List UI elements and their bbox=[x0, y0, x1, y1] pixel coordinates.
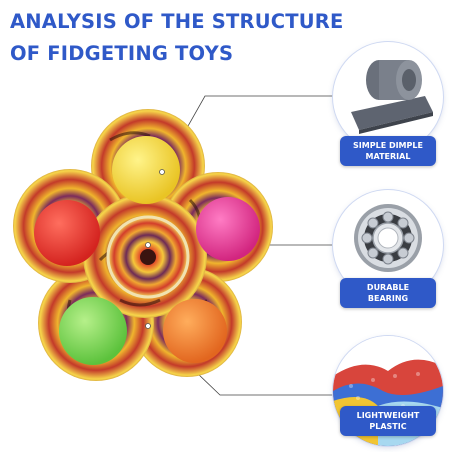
headline: ANALYSIS OF THE STRUCTURE OF FIDGETING T… bbox=[10, 6, 390, 70]
plastic-panel: LIGHTWEIGHT PLASTIC bbox=[333, 336, 443, 446]
orange-bubble bbox=[163, 299, 227, 363]
center-hub bbox=[106, 215, 190, 299]
bearing-label: DURABLE BEARING bbox=[340, 278, 436, 308]
bearing-panel: DURABLE BEARING bbox=[333, 190, 443, 308]
pink-bubble bbox=[196, 197, 260, 261]
green-bubble bbox=[59, 297, 127, 365]
headline-line-1: ANALYSIS OF THE STRUCTURE bbox=[10, 10, 344, 33]
anchor-dots bbox=[145, 169, 165, 329]
headline-line-2: OF FIDGETING TOYS bbox=[10, 42, 234, 65]
red-bubble bbox=[34, 200, 100, 266]
dimple-bubbles bbox=[34, 136, 260, 365]
material-label: SIMPLE DIMPLE MATERIAL bbox=[340, 136, 436, 166]
yellow-bubble bbox=[112, 136, 180, 204]
plastic-label: LIGHTWEIGHT PLASTIC bbox=[340, 406, 436, 436]
foam-roll-icon bbox=[333, 42, 443, 152]
material-panel: SIMPLE DIMPLE MATERIAL bbox=[333, 42, 443, 166]
